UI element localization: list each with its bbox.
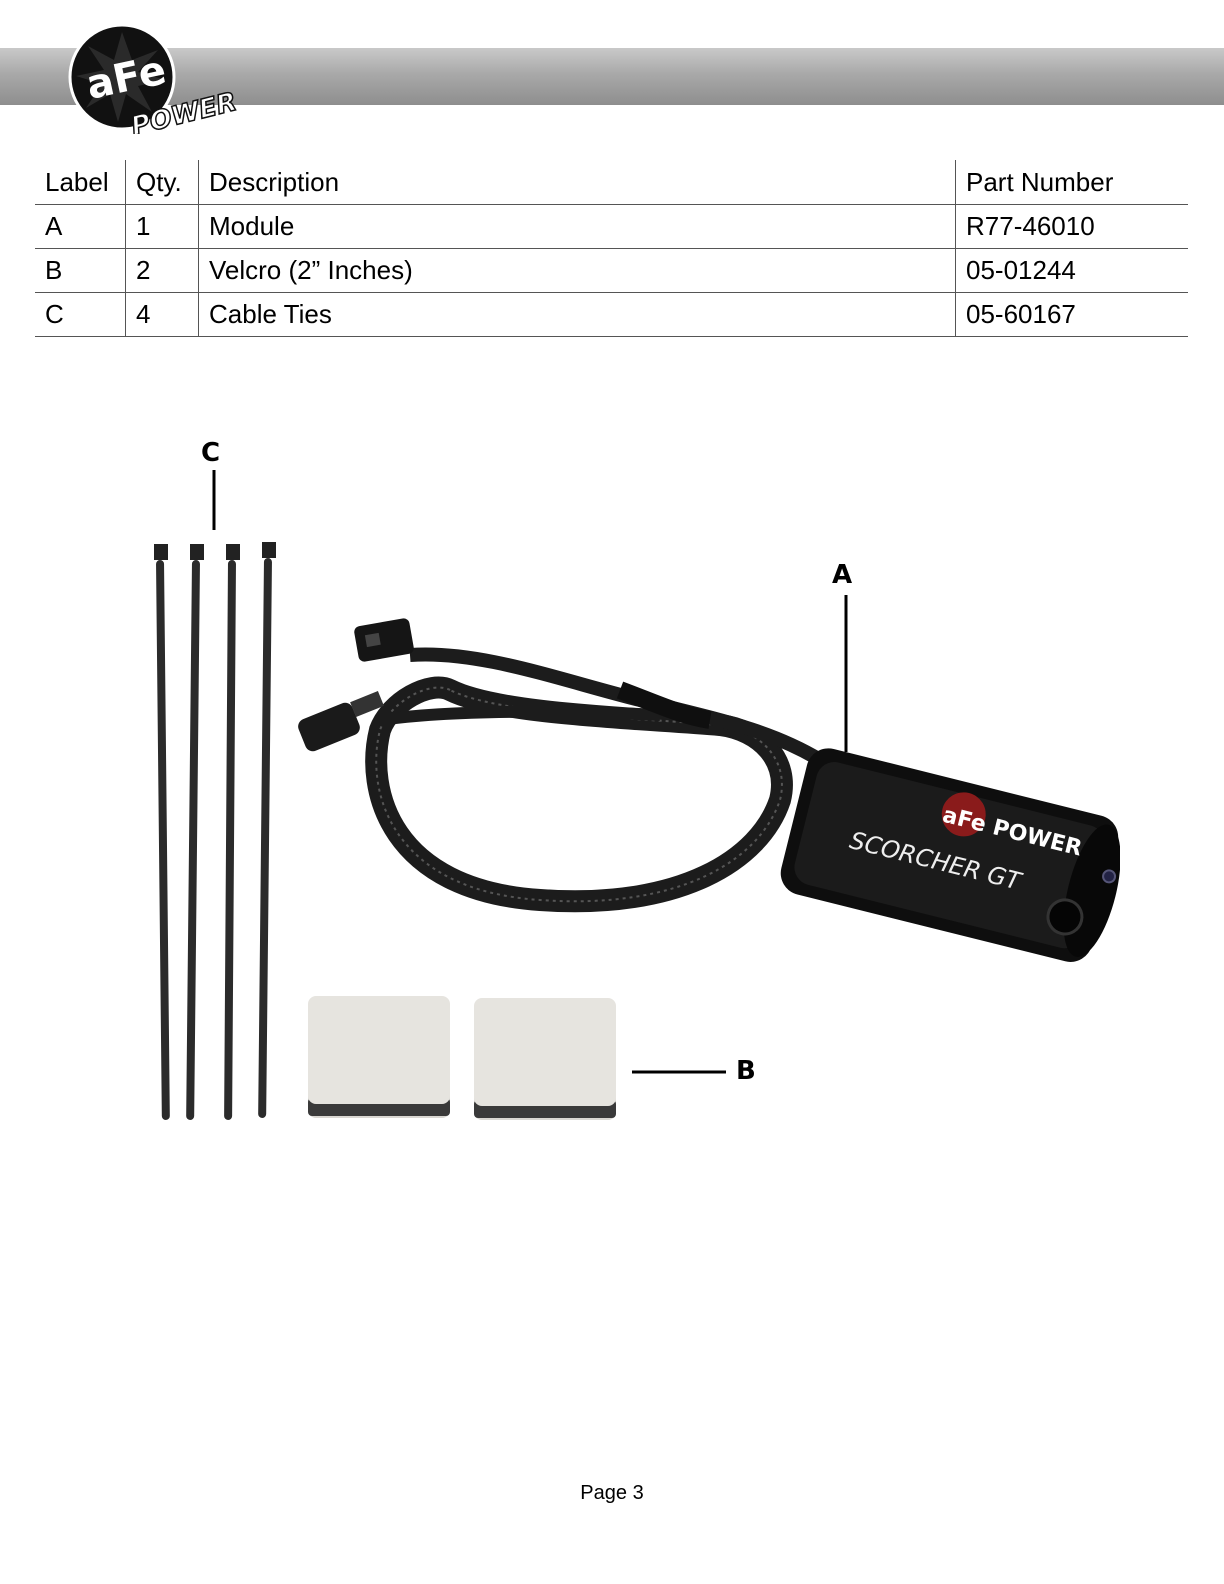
cable-tie: [154, 544, 170, 1120]
connector: [298, 690, 384, 752]
page-number: Page 3: [580, 1482, 644, 1504]
col-header-qty: Qty.: [125, 160, 199, 205]
connector: [354, 618, 414, 662]
cell-part-number: 05-60167: [955, 292, 1188, 337]
header-bar: [0, 48, 1224, 105]
cable-ties: [154, 542, 276, 1120]
cell-description: Module: [198, 204, 956, 249]
cell-qty: 2: [125, 248, 199, 293]
cell-part-number: R77-46010: [955, 204, 1188, 249]
cell-label: B: [35, 248, 126, 293]
table-header-row: Label Qty. Description Part Number: [35, 160, 1188, 205]
cell-qty: 4: [125, 292, 199, 337]
cell-part-number: 05-01244: [955, 248, 1188, 293]
cable-tie: [186, 544, 204, 1120]
table-row: C 4 Cable Ties 05-60167: [35, 292, 1188, 337]
col-header-label: Label: [35, 160, 126, 205]
table-row: B 2 Velcro (2” Inches) 05-01244: [35, 248, 1188, 293]
col-header-description: Description: [198, 160, 956, 205]
cell-label: C: [35, 292, 126, 337]
cable-tie: [258, 542, 276, 1118]
cell-label: A: [35, 204, 126, 249]
parts-figure: aFe POWER SCORCHER GT: [154, 470, 1120, 1120]
cell-description: Cable Ties: [198, 292, 956, 337]
cell-qty: 1: [125, 204, 199, 249]
callout-b-label: B: [736, 1056, 756, 1086]
cable-tie: [224, 544, 240, 1120]
velcro-pads: [308, 996, 616, 1120]
afe-power-logo: aFe POWER: [68, 23, 240, 134]
velcro-pad: [308, 996, 450, 1118]
wiring-harness: [298, 618, 824, 913]
parts-table: Label Qty. Description Part Number A 1 M…: [35, 160, 1188, 337]
col-header-part-number: Part Number: [955, 160, 1188, 205]
callout-a-label: A: [832, 560, 853, 590]
velcro-pad: [474, 998, 616, 1120]
cell-description: Velcro (2” Inches): [198, 248, 956, 293]
module: aFe POWER SCORCHER GT: [780, 748, 1120, 962]
table-row: A 1 Module R77-46010: [35, 204, 1188, 249]
callout-c-label: C: [201, 438, 221, 468]
